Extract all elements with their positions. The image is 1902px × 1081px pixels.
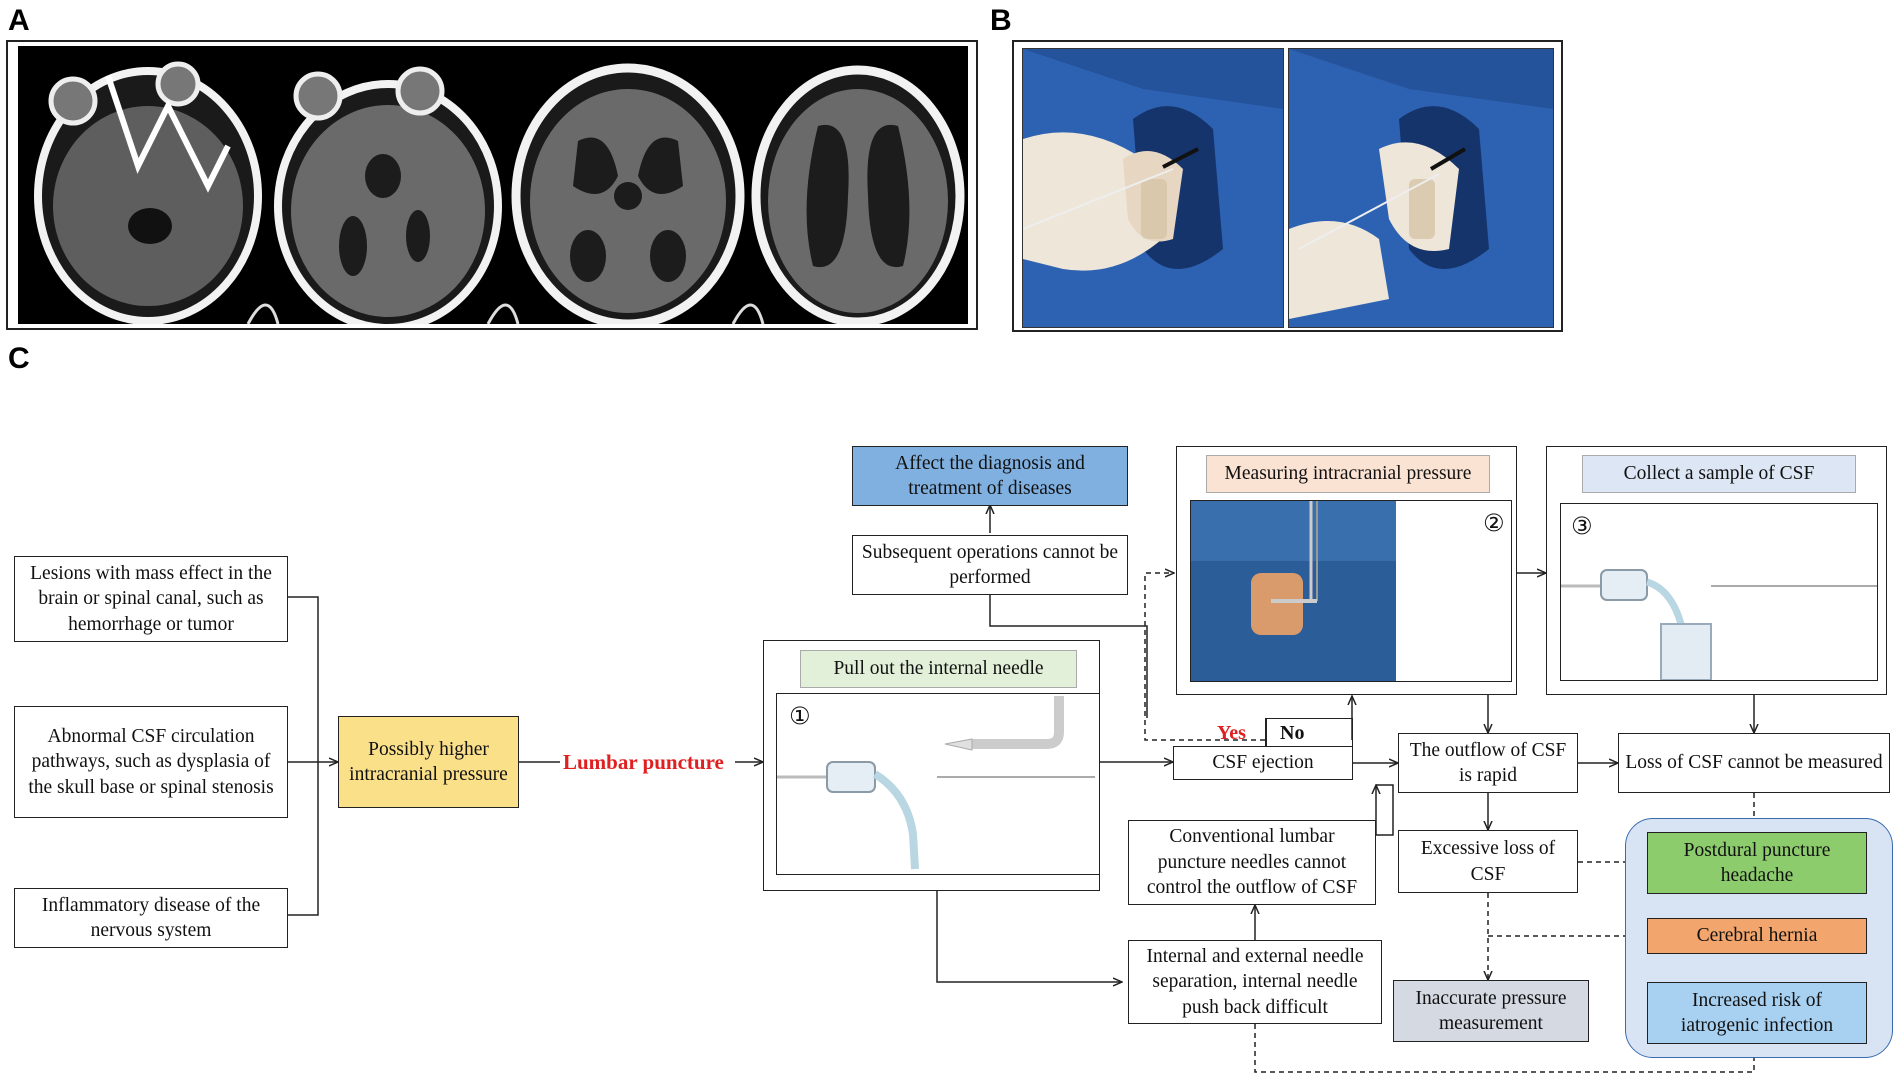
ct-slice-2 — [274, 66, 502, 324]
lumbar-needle-icon: ① — [776, 693, 1100, 875]
conventional-needle-box: Conventional lumbar puncture needles can… — [1128, 820, 1376, 905]
yes-label: Yes — [1217, 722, 1246, 744]
pressure-manometer-icon: ② — [1190, 500, 1512, 682]
infection-risk-box: Increased risk of iatrogenic infection — [1647, 982, 1867, 1044]
step-number-3: ③ — [1571, 512, 1593, 540]
cause-csf-circulation: Abnormal CSF circulation pathways, such … — [14, 706, 288, 818]
yes-no-divider — [1265, 718, 1267, 747]
ct-slice-3 — [511, 63, 745, 324]
higher-icp-box: Possibly higher intracranial pressure — [338, 716, 519, 808]
headache-box: Postdural puncture headache — [1647, 832, 1867, 894]
no-label: No — [1280, 722, 1305, 744]
cause-mass-lesion: Lesions with mass effect in the brain or… — [14, 556, 288, 642]
csf-ejection-box: CSF ejection — [1173, 746, 1353, 780]
lumbar-puncture-label: Lumbar puncture — [563, 750, 724, 774]
subsequent-ops-box: Subsequent operations cannot be performe… — [852, 535, 1128, 595]
ct-panel-frame — [6, 40, 978, 330]
needle-separation-box: Internal and external needle separation,… — [1128, 940, 1382, 1024]
ct-brain-slice-icon — [18, 46, 968, 324]
panel-label-a: A — [8, 4, 30, 37]
pull-needle-title: Pull out the internal needle — [800, 650, 1077, 688]
yes-no-switch — [1265, 718, 1353, 747]
panel-label-b: B — [990, 4, 1012, 37]
puncture-photo-icon — [1288, 48, 1554, 328]
inaccurate-measurement-box: Inaccurate pressure measurement — [1393, 980, 1589, 1042]
excessive-loss-box: Excessive loss of CSF — [1398, 830, 1578, 893]
puncture-photo-icon — [1022, 48, 1284, 328]
photo-panel-frame — [1012, 40, 1563, 332]
affect-diagnosis-box: Affect the diagnosis and treatment of di… — [852, 446, 1128, 506]
csf-collection-icon: ③ — [1560, 503, 1878, 681]
cause-inflammatory: Inflammatory disease of the nervous syst… — [14, 888, 288, 948]
collect-csf-title: Collect a sample of CSF — [1582, 455, 1856, 493]
step-number-1: ① — [789, 702, 811, 730]
measure-icp-title: Measuring intracranial pressure — [1206, 455, 1490, 493]
step-number-2: ② — [1483, 509, 1505, 537]
ct-slice-4 — [751, 65, 965, 324]
loss-unmeasured-box: Loss of CSF cannot be measured — [1618, 733, 1890, 793]
outflow-rapid-box: The outflow of CSF is rapid — [1398, 733, 1578, 793]
panel-label-c: C — [8, 342, 30, 375]
ct-slice-1 — [34, 61, 262, 324]
cerebral-hernia-box: Cerebral hernia — [1647, 918, 1867, 954]
